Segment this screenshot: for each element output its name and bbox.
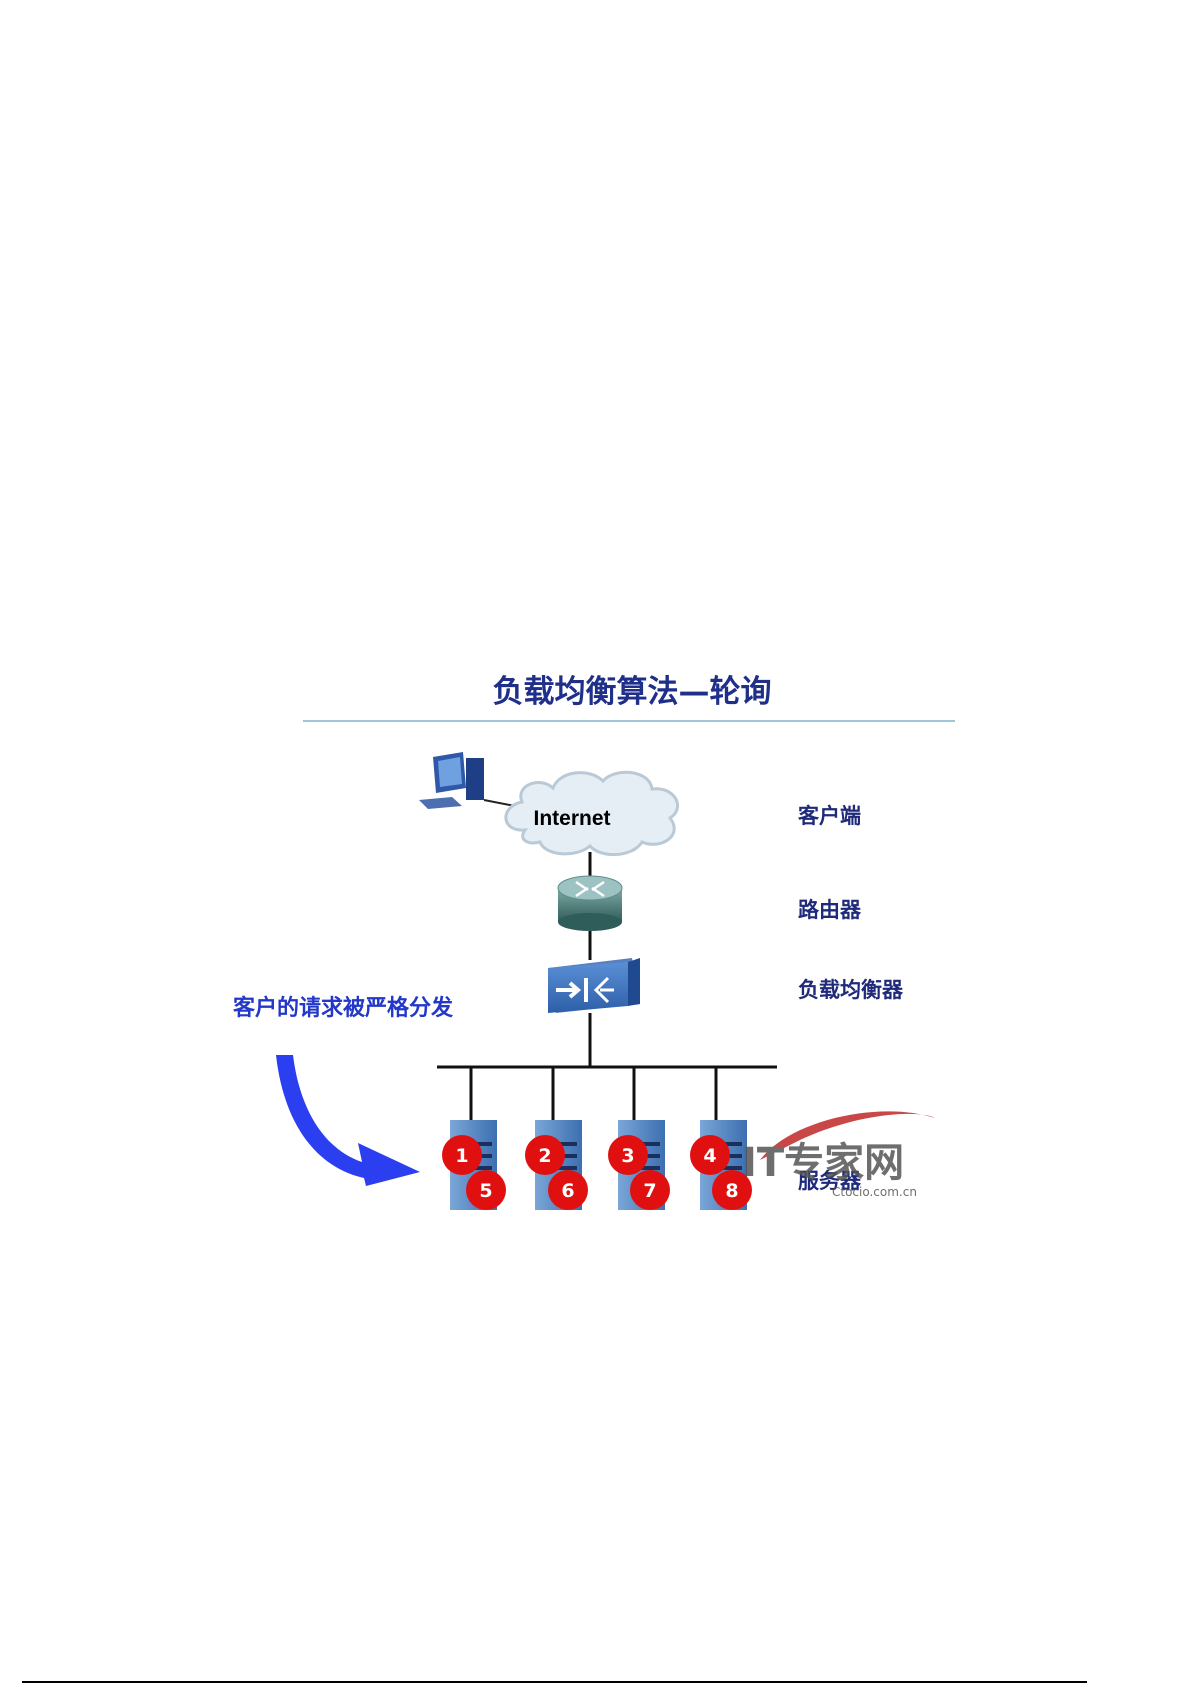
server-label: 服务器 <box>798 1169 862 1193</box>
router-icon <box>557 875 623 931</box>
server-2: 2 6 <box>525 1120 588 1210</box>
network-links <box>437 852 777 1120</box>
round-badge <box>712 1170 752 1210</box>
computer-icon <box>419 752 521 809</box>
round-badge <box>442 1135 482 1175</box>
round-badge-label: 3 <box>621 1145 634 1167</box>
round-badge <box>690 1135 730 1175</box>
page-bottom-rule <box>22 1681 1087 1683</box>
round-badge-label: 1 <box>455 1145 468 1167</box>
server-4: 4 8 <box>690 1120 752 1210</box>
round-badge-label: 5 <box>479 1180 492 1202</box>
round-badge <box>548 1170 588 1210</box>
watermark-logo: IT专家网 Ctocio.com.cn <box>742 1111 935 1199</box>
cloud-icon: Internet <box>504 770 680 857</box>
load-balancer-label: 负载均衡器 <box>798 978 904 1002</box>
watermark-subtext: Ctocio.com.cn <box>832 1185 917 1199</box>
watermark-text: IT专家网 <box>742 1140 904 1186</box>
server-1: 1 5 <box>442 1120 506 1210</box>
load-balancer-icon <box>548 958 640 1013</box>
router-label: 路由器 <box>798 898 862 922</box>
round-badge <box>608 1135 648 1175</box>
round-badge <box>630 1170 670 1210</box>
server-group: 1 5 2 6 3 7 <box>442 1120 752 1210</box>
cloud-label: Internet <box>533 807 610 830</box>
round-badge-label: 6 <box>561 1180 574 1202</box>
round-badge <box>525 1135 565 1175</box>
client-label: 客户端 <box>798 804 861 828</box>
round-badge-label: 2 <box>538 1145 551 1167</box>
distribution-note: 客户的请求被严格分发 <box>233 995 454 1021</box>
round-badge-label: 4 <box>703 1145 716 1167</box>
server-3: 3 7 <box>608 1120 670 1210</box>
diagram-title: 负载均衡算法—轮询 <box>493 674 772 710</box>
round-badge-label: 7 <box>643 1180 656 1202</box>
round-badge-label: 8 <box>725 1180 738 1202</box>
curved-arrow-icon <box>276 1055 420 1186</box>
round-badge <box>466 1170 506 1210</box>
